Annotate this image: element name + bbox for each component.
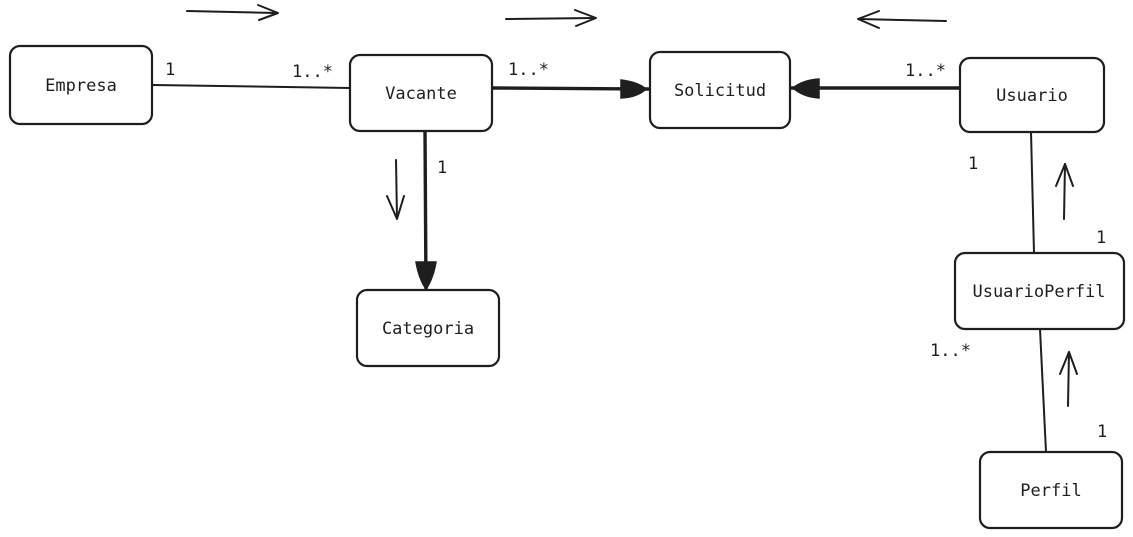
class-box-empresa[interactable]: Empresa (8, 44, 154, 126)
class-label: Perfil (1020, 481, 1081, 501)
multiplicity-perfil-side: 1 (1097, 422, 1107, 442)
class-label: Usuario (996, 86, 1068, 106)
class-box-usuarioperfil[interactable]: UsuarioPerfil (953, 251, 1126, 331)
arrow-up-icon (1055, 163, 1074, 220)
filled-end-marker (415, 261, 437, 291)
arrow-left-icon (857, 10, 947, 29)
multiplicity-vacante-categoria: 1 (437, 158, 447, 178)
multiplicity-usuario-solicitud: 1..* (905, 61, 946, 81)
association-edges (152, 78, 1047, 453)
arrow-right-icon (505, 9, 597, 27)
multiplicity-vacante-solicitud: 1..* (508, 60, 549, 80)
class-box-perfil[interactable]: Perfil (978, 450, 1124, 530)
filled-end-marker (620, 79, 648, 99)
class-label: UsuarioPerfil (972, 282, 1105, 302)
edge-empresa-vacante (152, 84, 351, 89)
multiplicity-usuario-side: 1 (968, 154, 978, 174)
arrow-down-icon (386, 159, 405, 220)
multiplicity-empresa-side: 1 (165, 60, 175, 80)
multiplicity-usuarioperfil-bottom: 1..* (930, 341, 971, 361)
direction-hints (186, 4, 1078, 407)
arrow-up-icon (1059, 351, 1078, 407)
arrow-right-icon (186, 4, 279, 21)
multiplicity-labels: 1 1..* 1..* 1..* 1 1 1 1..* 1 (165, 60, 1107, 442)
edge-usuarioperfil-perfil (1039, 328, 1047, 453)
class-label: Solicitud (674, 81, 766, 101)
class-label: Empresa (45, 76, 117, 96)
class-label: Categoria (382, 319, 474, 339)
class-box-categoria[interactable]: Categoria (355, 288, 501, 368)
class-box-solicitud[interactable]: Solicitud (648, 50, 792, 130)
class-box-vacante[interactable]: Vacante (348, 53, 494, 133)
multiplicity-vacante-side: 1..* (292, 62, 333, 82)
edge-usuario-usuarioperfil (1030, 131, 1035, 254)
class-box-usuario[interactable]: Usuario (958, 56, 1106, 134)
multiplicity-usuarioperfil-top: 1 (1096, 228, 1106, 248)
class-label: Vacante (385, 84, 457, 104)
filled-end-marker (791, 78, 820, 99)
